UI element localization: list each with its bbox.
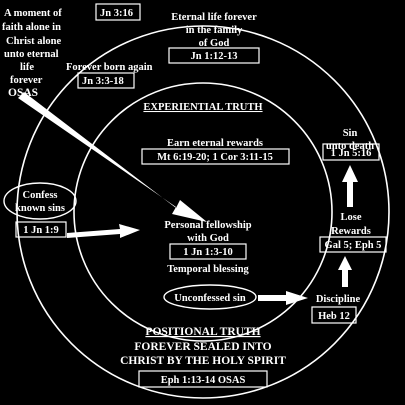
- ref-eph-1: Eph 1:13-14 OSAS: [161, 375, 246, 386]
- moment-line-6: forever: [10, 75, 43, 86]
- ref-jn-3-16: Jn 3:16: [100, 8, 133, 19]
- ref-1jn-1-9: 1 Jn 1:9: [23, 225, 59, 236]
- rewards-label: Earn eternal rewards: [167, 138, 263, 149]
- confess-line-1: Confess: [22, 190, 57, 201]
- ref-jn-3-3: Jn 3:3-18: [82, 76, 124, 87]
- moment-line-2: faith alone in: [2, 22, 61, 33]
- eternal-line-2: in the family: [186, 25, 243, 36]
- fellowship-line-1: Personal fellowship: [164, 220, 251, 231]
- experiential-ring: [73, 82, 333, 342]
- born-again-label: Forever born again: [66, 62, 153, 73]
- positional-ring: [16, 25, 390, 399]
- ref-box-jn-3-3: [77, 72, 135, 89]
- confess-line-2: known sins: [15, 203, 65, 214]
- unconfessed-to-discipline-arrow: [258, 291, 308, 305]
- moment-of-faith-block: A moment of faith alone in Christ alone …: [2, 8, 62, 99]
- positional-title: POSITIONAL TRUTH: [145, 326, 260, 338]
- discipline-to-rewards-arrow: [338, 256, 352, 287]
- moment-line-4: unto eternal: [4, 49, 59, 60]
- ref-box-gal-5: [319, 236, 387, 253]
- ref-box-eph-1: [138, 370, 268, 388]
- fellowship-block: Personal fellowship with God: [164, 220, 251, 244]
- ref-box-1jn-1-3: [169, 243, 247, 260]
- lose-line-2: Rewards: [331, 226, 371, 237]
- eternal-line-1: Eternal life forever: [171, 12, 257, 23]
- ref-box-1jn-1-9: [15, 221, 67, 238]
- ref-mt-6: Mt 6:19-20; 1 Cor 3:11-15: [157, 152, 273, 163]
- eternal-life-block: Eternal life forever in the family of Go…: [171, 12, 257, 49]
- ref-1jn-5-16: 1 Jn 5:16: [331, 148, 372, 159]
- positional-line-2: CHRIST BY THE HOLY SPIRIT: [120, 355, 286, 367]
- temporal-blessing: Temporal blessing: [167, 264, 249, 275]
- ref-box-mt-6: [141, 148, 290, 165]
- rewards-to-sin-arrow: [342, 165, 358, 207]
- confess-to-fellowship-arrow: [67, 224, 140, 238]
- ref-box-jn-1-12: [168, 47, 260, 64]
- positional-line-1: FOREVER SEALED INTO: [134, 341, 271, 353]
- faith-to-fellowship-arrow: [18, 92, 207, 222]
- fellowship-line-2: with God: [187, 233, 229, 244]
- discipline-label: Discipline: [316, 294, 361, 305]
- confess-oval: [3, 182, 77, 220]
- ref-gal-5: Gal 5; Eph 5: [325, 240, 382, 251]
- ref-jn-1-12: Jn 1:12-13: [191, 51, 238, 62]
- unconfessed-oval: [163, 284, 257, 310]
- lose-line-1: Lose: [341, 212, 362, 223]
- ref-1jn-1-3: 1 Jn 1:3-10: [183, 247, 233, 258]
- sin-line-1: Sin: [343, 128, 358, 139]
- ref-box-heb-12: [311, 306, 357, 324]
- moment-line-1: A moment of: [4, 8, 62, 19]
- ref-heb-12: Heb 12: [318, 311, 350, 322]
- ref-box-1jn-5-16: [322, 143, 380, 161]
- moment-line-5: life: [20, 62, 34, 73]
- eternal-line-3: of God: [199, 38, 230, 49]
- moment-line-3: Christ alone: [6, 36, 61, 47]
- unconfessed-label: Unconfessed sin: [174, 293, 246, 304]
- experiential-title: EXPERIENTIAL TRUTH: [143, 102, 262, 113]
- ref-box-jn-3-16: [95, 3, 141, 21]
- sin-line-2: unto death: [326, 141, 374, 152]
